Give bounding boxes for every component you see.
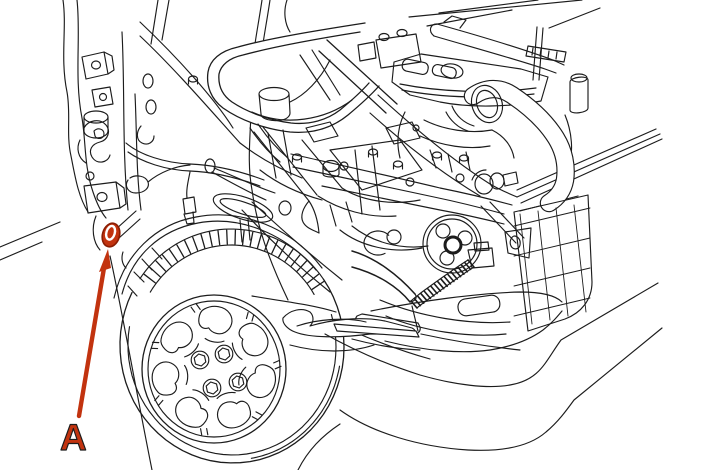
svg-text:A: A bbox=[60, 417, 87, 458]
